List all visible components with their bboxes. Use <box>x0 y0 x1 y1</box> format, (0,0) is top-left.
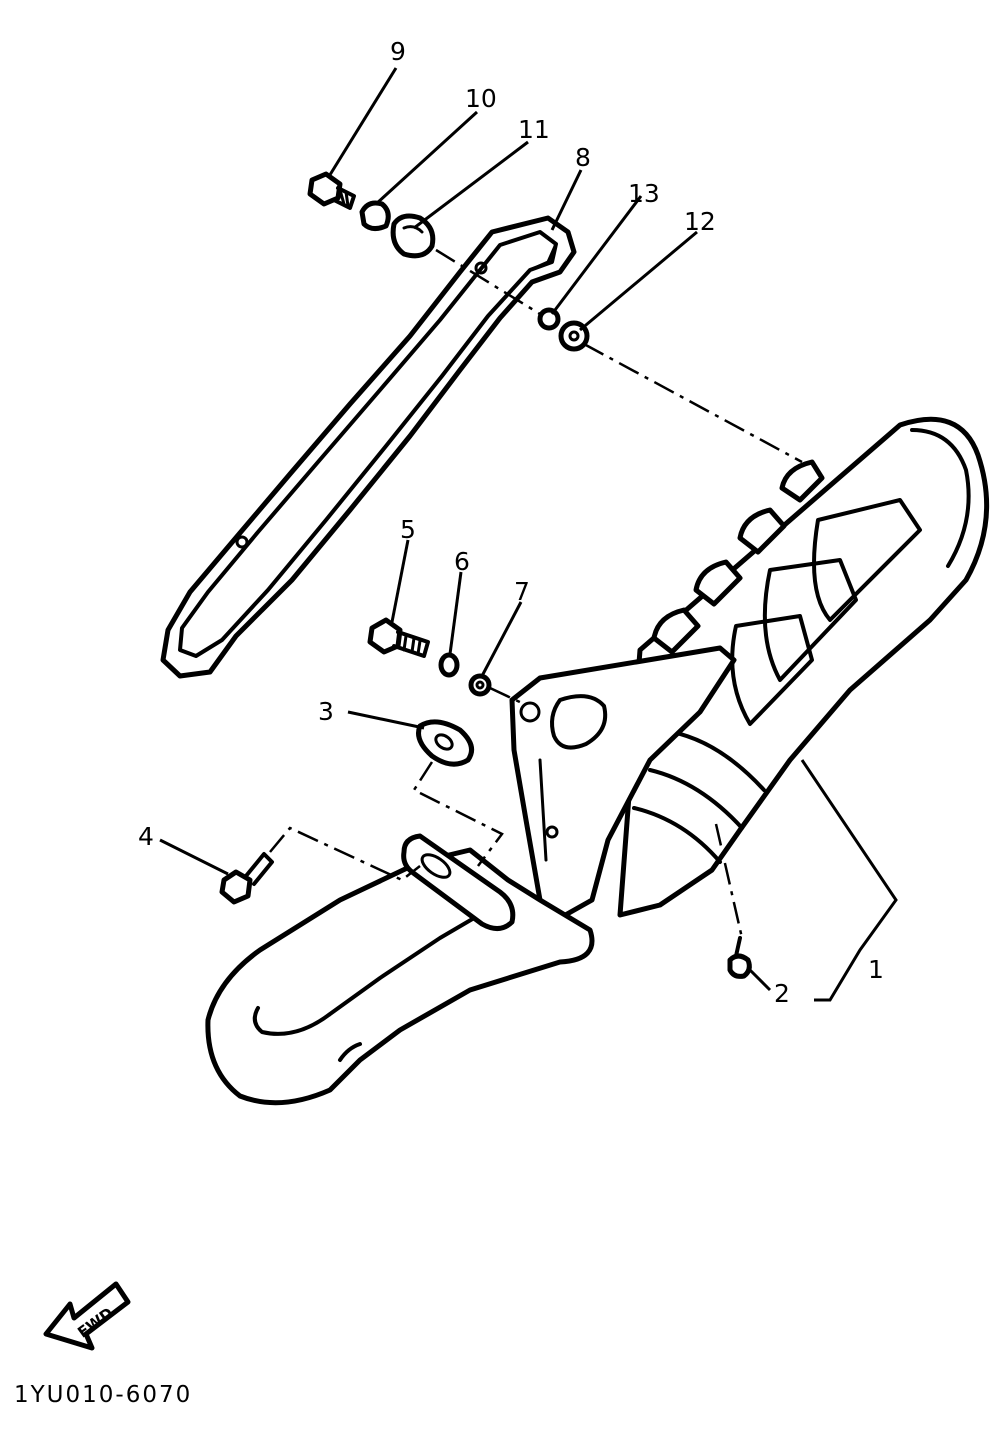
part-1-muffler <box>205 416 990 1106</box>
part-3-gasket <box>416 719 475 767</box>
assembly-line-12 <box>583 342 803 464</box>
part-10-collar <box>359 200 391 232</box>
callout-8: 8 <box>575 143 591 172</box>
callout-9: 9 <box>390 37 406 66</box>
assembly-line-4 <box>269 826 421 882</box>
part-4-bolt <box>219 852 274 905</box>
callout-7: 7 <box>514 577 530 606</box>
part-11-grommet <box>390 213 436 259</box>
part-7-nut <box>468 673 492 697</box>
fwd-arrow-icon: FWD <box>43 1281 131 1351</box>
callout-13: 13 <box>628 179 660 208</box>
assembly-line-3 <box>412 761 504 867</box>
assembly-line-7 <box>489 686 525 706</box>
part-5-bolt <box>367 617 430 658</box>
part-8-protector <box>160 215 577 679</box>
assembly-line-2 <box>714 823 744 939</box>
assembly-line-11 <box>435 248 541 316</box>
callout-6: 6 <box>454 547 470 576</box>
callout-5: 5 <box>400 515 416 544</box>
callout-4: 4 <box>138 822 154 851</box>
part-6-washer <box>438 652 460 678</box>
part-2-screw <box>727 936 752 979</box>
drawing-code: 1YU010-6070 <box>14 1382 192 1408</box>
callout-12: 12 <box>684 207 716 236</box>
part-13-nut <box>537 307 561 331</box>
leader-lines <box>159 67 898 1002</box>
callout-11: 11 <box>518 115 550 144</box>
callout-2: 2 <box>774 979 790 1008</box>
callout-1: 1 <box>868 955 884 984</box>
callout-3: 3 <box>318 697 334 726</box>
callout-10: 10 <box>465 84 497 113</box>
part-9-bolt <box>307 171 356 210</box>
